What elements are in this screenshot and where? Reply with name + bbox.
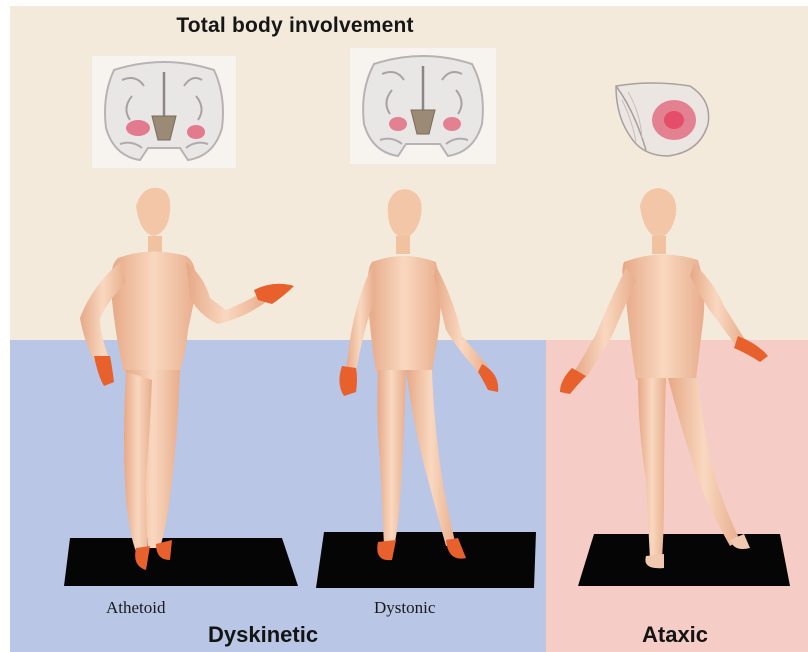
figure-ataxic bbox=[560, 188, 768, 568]
platform-athetoid bbox=[64, 538, 298, 586]
figure-dystonic bbox=[339, 189, 498, 560]
label-dyskinetic: Dyskinetic bbox=[208, 622, 318, 648]
platform-ataxic bbox=[578, 534, 790, 586]
label-ataxic: Ataxic bbox=[642, 622, 708, 648]
figure-athetoid bbox=[80, 188, 294, 570]
platform-dystonic bbox=[316, 532, 536, 588]
label-athetoid: Athetoid bbox=[106, 598, 166, 618]
label-dystonic: Dystonic bbox=[374, 598, 435, 618]
